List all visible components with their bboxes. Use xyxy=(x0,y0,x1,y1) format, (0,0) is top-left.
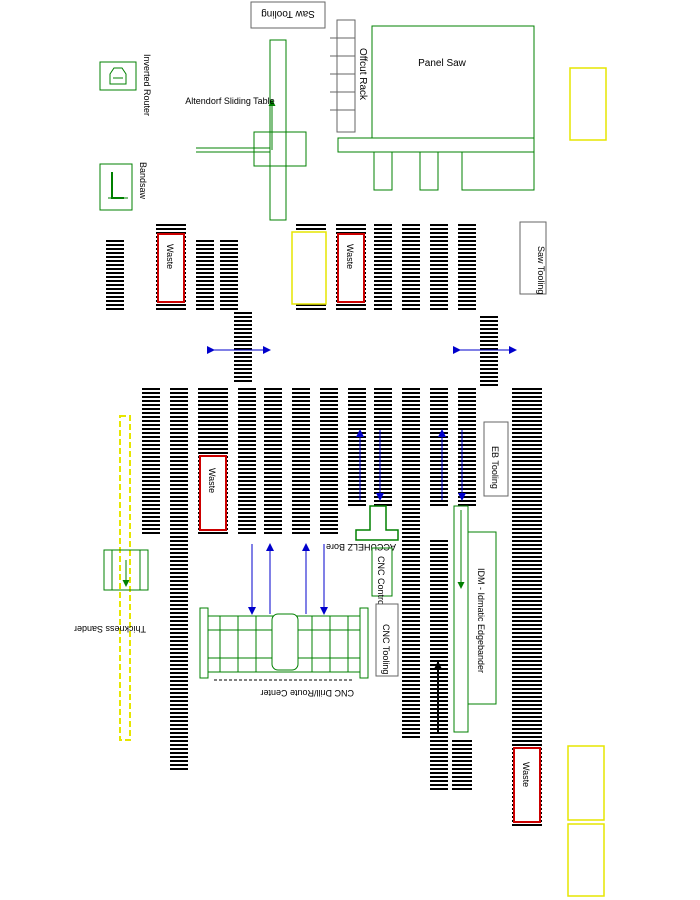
svg-text:Saw Tooling: Saw Tooling xyxy=(536,246,546,294)
rack xyxy=(106,240,124,312)
saw-tooling-top-label: Saw Tooling xyxy=(261,8,315,19)
bandsaw-label: Bandsaw xyxy=(138,162,148,200)
rack xyxy=(458,222,476,312)
svg-text:Saw Tooling: Saw Tooling xyxy=(261,8,315,19)
cnc-tooling: CNC Tooling xyxy=(375,603,399,677)
waste-bin-4: Waste xyxy=(513,747,541,823)
transfer-cart-left xyxy=(234,312,252,384)
altendorf-sliding-table: Altendorf Sliding Table xyxy=(185,39,307,221)
rack xyxy=(374,222,392,312)
svg-text:EB Tooling: EB Tooling xyxy=(490,446,500,489)
saw-tooling-right: Saw Tooling xyxy=(519,221,547,295)
rack xyxy=(220,240,238,312)
waste-bin-2: Waste xyxy=(337,233,365,303)
rack xyxy=(264,386,282,534)
svg-text:Thickness Sander: Thickness Sander xyxy=(74,624,146,634)
eb-tooling: EB Tooling xyxy=(483,421,509,497)
panel-saw-label: Panel Saw xyxy=(418,58,467,69)
rack xyxy=(402,222,420,312)
svg-text:CNC Drill/Route Center: CNC Drill/Route Center xyxy=(260,688,354,698)
svg-text:Waste: Waste xyxy=(521,762,531,787)
thickness-sander: Thickness Sander xyxy=(74,415,149,741)
svg-text:CNC Control: CNC Control xyxy=(376,556,386,607)
staging-area-top xyxy=(569,67,607,141)
accuhelz-bore: ACCUHELZ Bore xyxy=(326,505,399,552)
rack xyxy=(402,386,420,740)
router-icon xyxy=(109,67,127,85)
rack xyxy=(196,240,214,312)
svg-text:Waste: Waste xyxy=(165,244,175,269)
cnc-drill-route-center: CNC Drill/Route Center xyxy=(199,607,369,698)
svg-text:Waste: Waste xyxy=(345,244,355,269)
rack xyxy=(452,738,472,792)
rack xyxy=(374,386,392,506)
rack xyxy=(348,386,366,506)
rack xyxy=(320,386,338,534)
idm-edgebander-label: IDM - Idmatic Edgebander xyxy=(476,568,486,673)
inverted-router: Inverted Router xyxy=(99,54,152,116)
rack xyxy=(238,386,256,534)
rack xyxy=(430,386,448,506)
rack xyxy=(430,222,448,312)
staging-area-mid xyxy=(291,231,327,305)
panel-saw: Panel Saw xyxy=(337,25,535,191)
cnc-control: CNC Control xyxy=(371,547,393,607)
svg-text:ACCUHELZ Bore: ACCUHELZ Bore xyxy=(326,542,396,552)
waste-bin-1: Waste xyxy=(157,233,185,303)
offcut-rack-label: Offcut Rack xyxy=(357,48,368,101)
svg-text:CNC Tooling: CNC Tooling xyxy=(381,624,391,674)
idm-edgebander: IDM - Idmatic Edgebander xyxy=(453,505,497,733)
waste-bin-3: Waste xyxy=(199,455,227,531)
offcut-rack: Offcut Rack xyxy=(330,19,368,133)
staging-area-bottom-2 xyxy=(567,823,605,897)
rack xyxy=(170,386,188,770)
bandsaw-icon xyxy=(108,172,128,199)
inverted-router-label: Inverted Router xyxy=(142,54,152,116)
staging-area-bottom-1 xyxy=(567,745,605,821)
altendorf-label: Altendorf Sliding Table xyxy=(185,96,274,106)
rack xyxy=(142,386,160,534)
rack xyxy=(292,386,310,534)
saw-tooling-top: Saw Tooling xyxy=(250,1,326,29)
svg-text:Waste: Waste xyxy=(207,468,217,493)
bandsaw: Bandsaw xyxy=(99,162,148,211)
rack xyxy=(458,386,476,506)
flow-arrows xyxy=(248,429,466,734)
